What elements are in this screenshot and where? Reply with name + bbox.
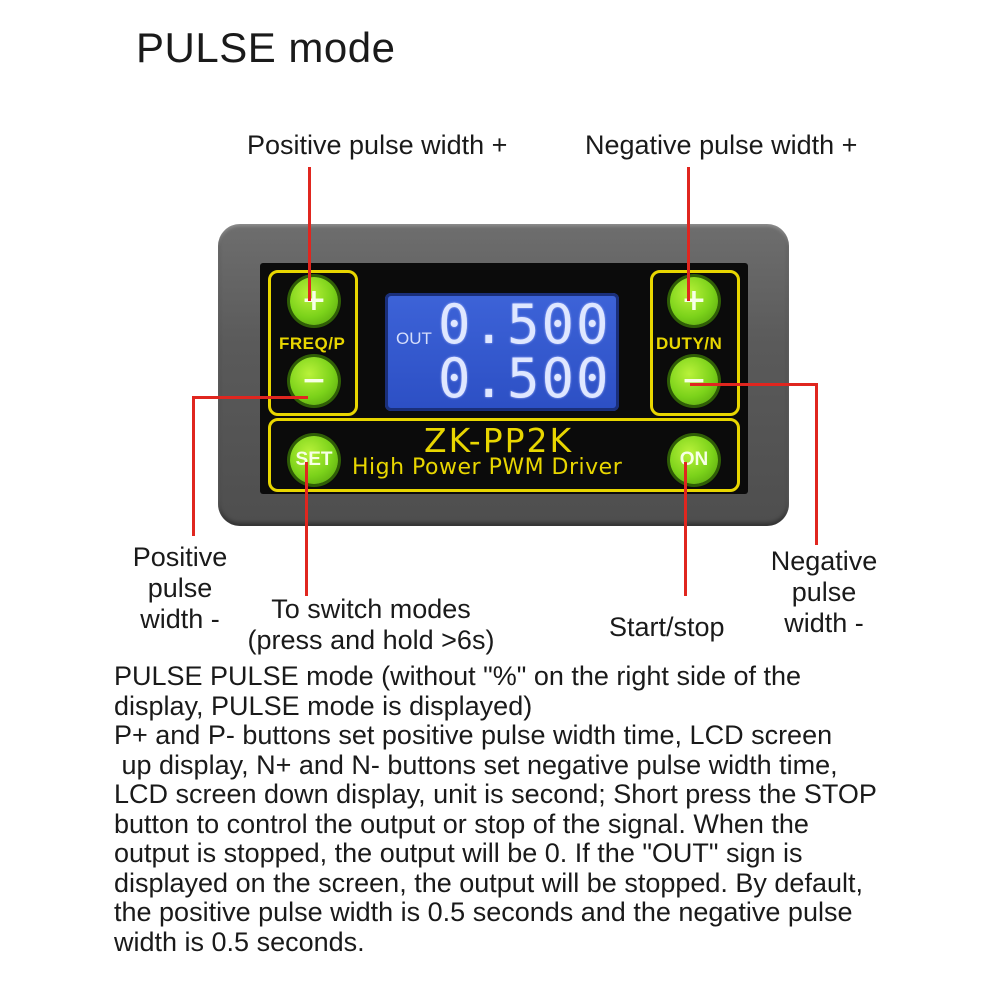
p-plus-button[interactable]: + xyxy=(290,277,338,325)
leader-line-n-plus xyxy=(687,167,690,301)
page-title: PULSE mode xyxy=(136,24,396,71)
left-button-frame xyxy=(268,270,358,416)
lcd-bottom-value: 0.500 xyxy=(438,347,611,410)
set-button-label: SET xyxy=(295,449,333,470)
n-plus-button[interactable]: + xyxy=(670,277,718,325)
label-duty-n: DUTY/N xyxy=(656,334,723,353)
bottom-frame xyxy=(268,418,740,492)
lcd-out-indicator: OUT xyxy=(396,329,432,348)
leader-line-p-minus-v xyxy=(192,396,195,536)
label-switch-modes: To switch modes (press and hold >6s) xyxy=(247,594,495,655)
label-start-stop: Start/stop xyxy=(609,612,725,642)
label-negative-pulse-width-plus: Negative pulse width + xyxy=(585,130,858,160)
on-button[interactable]: ON xyxy=(670,436,718,484)
label-positive-pulse-width-minus: Positive pulse width - xyxy=(132,542,228,634)
description-text: PULSE PULSE mode (without "%" on the rig… xyxy=(114,661,877,957)
right-button-frame xyxy=(650,270,740,416)
label-positive-pulse-width-plus: Positive pulse width + xyxy=(247,130,508,160)
leader-line-set xyxy=(305,462,308,596)
leader-line-on xyxy=(684,462,687,596)
plus-icon: + xyxy=(301,283,327,318)
minus-icon: − xyxy=(301,363,327,398)
device-subtitle: High Power PWM Driver xyxy=(352,455,623,480)
leader-line-n-minus-h xyxy=(690,383,818,386)
leader-line-n-minus-v xyxy=(815,383,818,545)
n-minus-button[interactable]: − xyxy=(670,357,718,405)
set-button[interactable]: SET xyxy=(290,436,338,484)
plus-icon: + xyxy=(681,283,707,318)
model-name: ZK-PP2K xyxy=(424,421,574,460)
label-negative-pulse-width-minus: Negative pulse width - xyxy=(770,546,878,638)
minus-icon: − xyxy=(681,363,707,398)
label-freq-p: FREQ/P xyxy=(279,334,346,353)
lcd-top-value: 0.500 xyxy=(438,293,611,356)
leader-line-p-plus xyxy=(308,167,311,301)
leader-line-p-minus-h xyxy=(192,396,308,399)
lcd-screen xyxy=(385,293,619,411)
